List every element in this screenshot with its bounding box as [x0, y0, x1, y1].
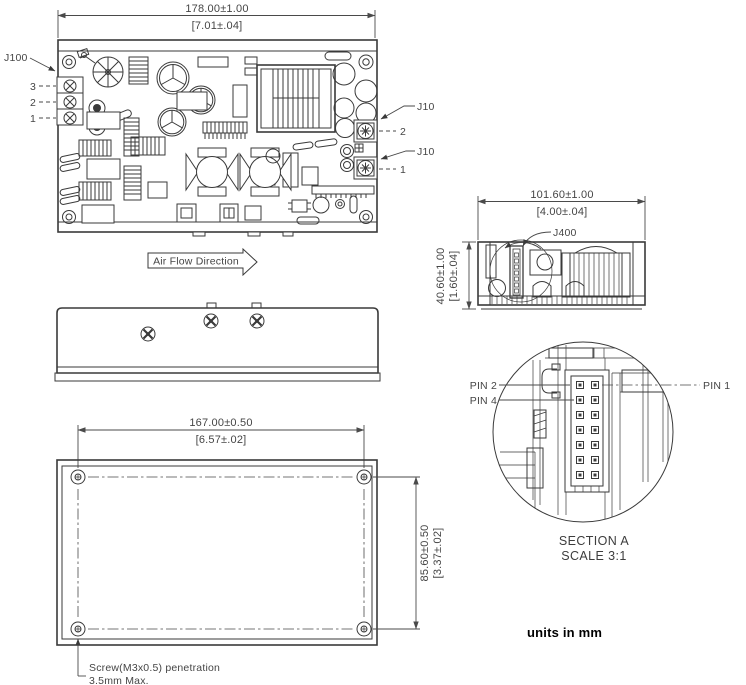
end-view-width-dimension: 101.60±1.00 [4.00±.04]: [477, 189, 646, 240]
bottom-height-mm: 85.60±0.50: [419, 525, 431, 582]
j10-upper-label: J10: [417, 101, 435, 113]
j100-pin2-label: 2: [30, 97, 36, 109]
j100-terminal-block: [56, 76, 84, 126]
j10-lower-pin-label: 1: [400, 164, 406, 176]
bottom-width-in: [6.57±.02]: [196, 434, 247, 446]
bottom-right-parts: [288, 185, 375, 225]
striped-inductors: [78, 117, 166, 201]
bottom-view: 167.00±0.50 [6.57±.02] 85.60±0.50 [3.37±…: [56, 417, 444, 685]
mounting-holes: [62, 54, 374, 224]
j100-pin1-label: 1: [30, 113, 36, 125]
bottom-height-in: [3.37±.02]: [432, 528, 444, 579]
end-width-in: [4.00±.04]: [537, 206, 588, 218]
detail-circle-indicator: [489, 239, 553, 303]
top-view-width-dimension: 178.00±1.00 [7.01±.04]: [57, 3, 376, 38]
detail-boundary-circle: [492, 341, 674, 523]
fuse-ovals: [59, 51, 352, 205]
end-height-in: [1.60±.04]: [448, 251, 460, 302]
airflow-label: Air Flow Direction: [153, 256, 239, 268]
section-background: [495, 345, 673, 520]
connector-pins: [576, 381, 599, 479]
section-a-detail: PIN 2 PIN 4 PIN 1 SECTION A SCALE 3:1: [470, 341, 730, 563]
pin1-label: PIN 1: [703, 380, 730, 392]
j400-label: J400: [553, 227, 577, 239]
top-width-mm: 178.00±1.00: [185, 3, 248, 15]
bottom-view-width-dimension: 167.00±0.50 [6.57±.02]: [77, 417, 365, 468]
top-view-left-labels: J100 3 2 1: [4, 52, 56, 125]
toroid-a: [185, 147, 239, 197]
j10-upper-pin-label: 2: [400, 126, 406, 138]
section-connector: [564, 369, 610, 493]
j100-pin3-label: 3: [30, 81, 36, 93]
j100-label: J100: [4, 52, 28, 64]
j400-callout: J400: [522, 227, 577, 247]
j10-lower-label: J10: [417, 146, 435, 158]
bottom-width-mm: 167.00±0.50: [189, 417, 252, 429]
screw-penetration-note: Screw(M3x0.5) penetration 3.5mm Max.: [75, 638, 220, 685]
pin4-label: PIN 4: [470, 395, 497, 407]
airflow-arrow: Air Flow Direction: [147, 247, 258, 277]
section-pin-labels: PIN 2 PIN 4 PIN 1: [470, 380, 730, 407]
top-view-right-labels: J10 2 J10 1: [379, 101, 435, 176]
end-height-mm: 40.60±1.00: [435, 248, 447, 305]
end-view-height-dimension: 40.60±1.00 [1.60±.04]: [435, 241, 476, 310]
j10-terminal-upper: [353, 119, 378, 143]
bottom-screw-holes: [70, 469, 372, 637]
screw-note-line2: 3.5mm Max.: [89, 675, 149, 685]
cover-screws: [140, 313, 265, 342]
j10-terminal-lower: [353, 156, 378, 180]
bottom-view-height-dimension: 85.60±0.50 [3.37±.02]: [373, 476, 444, 630]
section-scale: SCALE 3:1: [561, 549, 626, 563]
end-view: 101.60±1.00 [4.00±.04] 40.60±1.00 [1.60±…: [435, 189, 646, 310]
end-width-mm: 101.60±1.00: [530, 189, 593, 201]
screw-note-line1: Screw(M3x0.5) penetration: [89, 662, 220, 674]
end-view-internals: [485, 244, 631, 299]
toroid-b: [239, 147, 292, 197]
pcb-components: [59, 47, 378, 225]
front-view: [54, 302, 381, 382]
section-title: SECTION A: [559, 534, 630, 548]
bottom-connectors: [176, 203, 262, 223]
pin2-label: PIN 2: [470, 380, 497, 392]
main-transformer: [244, 56, 336, 133]
ic-with-pins: [202, 121, 248, 139]
units-note: units in mm: [527, 625, 602, 640]
top-view: 178.00±1.00 [7.01±.04]: [4, 3, 435, 277]
top-width-in: [7.01±.04]: [192, 20, 243, 32]
heatsink: [128, 56, 149, 85]
radial-component: [76, 47, 124, 88]
